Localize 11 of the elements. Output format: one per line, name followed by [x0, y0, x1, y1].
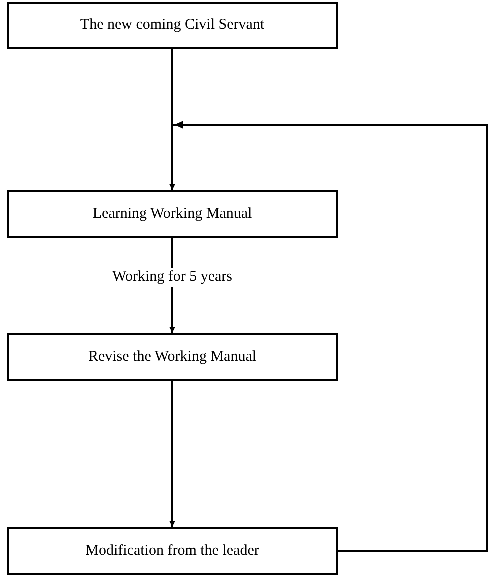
box-text: Modification from the leader	[86, 542, 260, 560]
box-text: The new coming Civil Servant	[80, 17, 265, 34]
box-text: Learning Working Manual	[92, 206, 252, 222]
box-text: Revise the Working Manual	[88, 348, 257, 366]
process-box	[7, 527, 338, 575]
process-box	[7, 333, 338, 381]
process-box	[7, 190, 338, 238]
arrow	[170, 381, 176, 527]
edge-label: Working for 5 years	[110, 268, 235, 287]
arrow	[170, 121, 488, 552]
process-box	[7, 2, 338, 49]
